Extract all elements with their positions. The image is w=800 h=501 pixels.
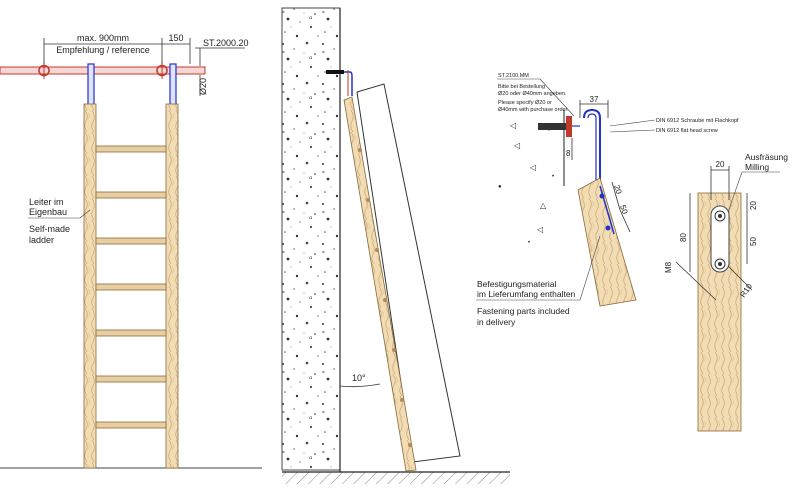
svg-text:◁: ◁ (513, 141, 520, 150)
ladder-rung (95, 329, 167, 337)
dim-20-right: 20 (749, 201, 758, 210)
dim-50-mount: 50 (618, 204, 629, 216)
fastening-label-en-2: in delivery (477, 317, 516, 327)
hook-right (169, 63, 177, 107)
bracket-hook (583, 108, 601, 196)
part-code-mount: ST.2100.MM (498, 73, 529, 79)
dim-20-mount: 20 (612, 184, 623, 196)
milled-slot (710, 205, 730, 273)
side-view: 10° (281, 7, 510, 484)
ladder-rung (95, 375, 167, 383)
dim-8: 8 (566, 149, 571, 158)
screw-spec-de: DIN 6912 Schraube mit Flachkopf (656, 118, 739, 124)
concrete-wall (281, 7, 341, 471)
order-note-en-2: Ø40mm with purchase order. (498, 107, 569, 113)
milling-label-de: Ausfräsung (745, 152, 788, 162)
ladder-label-de-line2: Eigenbau (29, 207, 67, 217)
fastening-label-en-1: Fastening parts included (477, 306, 570, 316)
floor-hatch (282, 472, 510, 484)
angle-label: 10° (352, 373, 366, 383)
detail-milling: 20 20 50 80 M8 R10 Ausfräsung Milling (664, 152, 788, 432)
thread-m8: M8 (664, 261, 673, 273)
svg-text:•: • (548, 128, 550, 134)
svg-text:◁: ◁ (536, 225, 543, 234)
screw-spec-en: DIN 6912 flat head screw (656, 128, 718, 134)
dim-80: 80 (679, 233, 688, 242)
svg-text:•: • (528, 240, 530, 246)
dim-recommend: Empfehlung / reference (56, 45, 150, 55)
ladder-rung (95, 421, 167, 429)
leaning-ladder (343, 96, 417, 472)
ladder-label-de-line1: Leiter im (29, 197, 64, 207)
ladder-label-en-line1: Self-made (29, 224, 70, 234)
ladder-label-en-line2: ladder (29, 235, 54, 245)
order-note-de-1: Bitte bei Bestellung (498, 84, 545, 90)
svg-text:◁: ◁ (509, 121, 516, 130)
part-code-rail: ST.2000.20 (203, 38, 249, 48)
ladder-stile-left (83, 103, 97, 469)
dim-max-900: max. 900mm (77, 33, 129, 43)
rail-bar (0, 66, 206, 75)
dim-20-top: 20 (716, 160, 725, 169)
ladder-top-section (577, 177, 637, 307)
svg-text:△: △ (540, 201, 547, 210)
order-note-en-1: Please specify Ø20 or (498, 100, 552, 106)
fastening-label-de-1: Befestigungsmaterial (477, 279, 556, 289)
ladder-rung (95, 283, 167, 291)
svg-text:◁: ◁ (529, 163, 536, 172)
ladder-rung (95, 191, 167, 199)
dim-37: 37 (590, 95, 599, 104)
milling-label-en: Milling (745, 162, 769, 172)
svg-text:•: • (552, 174, 554, 180)
leaning-panel (356, 83, 461, 463)
order-note-de-2: Ø20 oder Ø40mm angeben. (498, 91, 567, 97)
dim-150: 150 (168, 33, 183, 43)
dim-50-milling: 50 (749, 237, 758, 246)
dim-diameter-20: Ø20 (198, 78, 208, 95)
ladder-rung (95, 237, 167, 245)
ladder-rung (95, 145, 167, 153)
detail-mount: ◁ ◁ ◁ ● △ ◁ • • • 37 8 20 50 (476, 73, 739, 327)
fastening-label-de-2: im Lieferumfang enthalten (477, 289, 576, 299)
ladder-stile-right (165, 103, 179, 469)
hook-left (87, 63, 95, 107)
front-view: max. 900mm Empfehlung / reference 150 ST… (0, 33, 262, 469)
svg-text:●: ● (498, 184, 502, 190)
